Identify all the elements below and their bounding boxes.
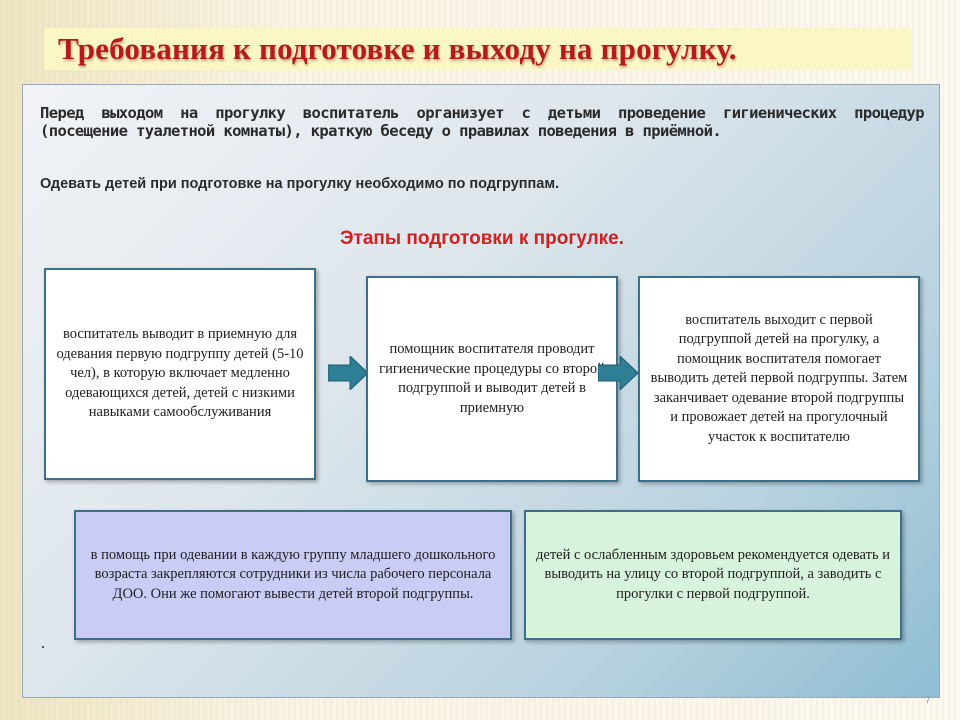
stage-box-3: воспитатель выходит с первой подгруппой … bbox=[638, 276, 920, 482]
stage-text-2: помощник воспитателя проводит гигиеничес… bbox=[379, 341, 605, 416]
note-box-staff: в помощь при одевании в каждую группу мл… bbox=[74, 510, 512, 640]
intro-paragraph: Перед выходом на прогулку воспитатель ор… bbox=[40, 104, 925, 140]
stage-box-2: помощник воспитателя проводит гигиеничес… bbox=[366, 276, 618, 482]
stages-heading: Этапы подготовки к прогулке. bbox=[340, 228, 624, 249]
arrow-right-icon bbox=[598, 356, 638, 390]
stray-dot bbox=[42, 646, 44, 648]
note-text-health: детей с ослабленным здоровьем рекомендуе… bbox=[536, 546, 890, 602]
stage-box-1: воспитатель выводит в приемную для одева… bbox=[44, 268, 316, 480]
page-number: 7 bbox=[925, 694, 932, 706]
stage-text-1: воспитатель выводит в приемную для одева… bbox=[56, 326, 304, 421]
note-box-health: детей с ослабленным здоровьем рекомендуе… bbox=[524, 510, 902, 640]
subgroups-paragraph: Одевать детей при подготовке на прогулку… bbox=[40, 176, 560, 192]
slide-title: Требования к подготовке и выходу на прог… bbox=[58, 31, 737, 66]
title-band bbox=[44, 28, 912, 70]
stage-text-3: воспитатель выходит с первой подгруппой … bbox=[650, 311, 908, 445]
arrow-right-icon bbox=[328, 356, 368, 390]
note-text-staff: в помощь при одевании в каждую группу мл… bbox=[90, 546, 496, 602]
